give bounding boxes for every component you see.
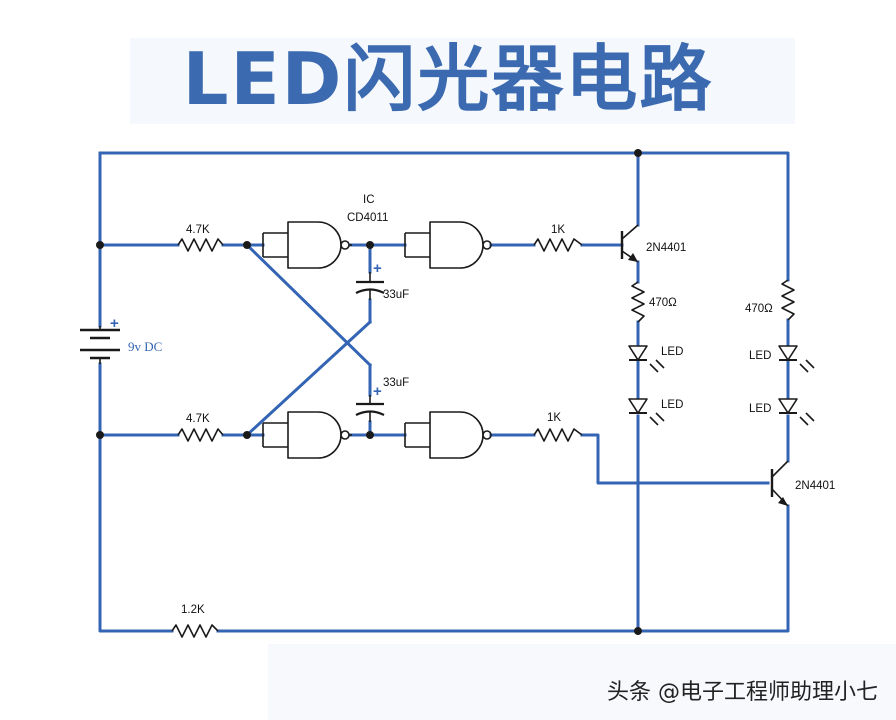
transistor-bottom	[770, 460, 789, 507]
junction-dot	[243, 241, 251, 249]
label-transistor-bottom: 2N4401	[795, 480, 835, 492]
resistor-led-right	[781, 279, 795, 321]
wire-bottom-rail	[216, 504, 790, 633]
watermark: 头条 @电子工程师助理小七	[607, 680, 878, 705]
junction-dot	[366, 431, 374, 439]
wire-left-rail-lower	[98, 362, 174, 633]
resistor-bottom-rail	[171, 624, 219, 638]
label-ic-part: CD4011	[347, 212, 388, 224]
junction-dot	[96, 431, 104, 439]
label-cap-bottom-plus: +	[373, 383, 382, 400]
junction-dot	[366, 241, 374, 249]
title-band	[130, 38, 795, 124]
wire-cross-b	[244, 319, 373, 438]
label-led-4: LED	[749, 403, 771, 415]
label-r-top-left: 4.7K	[186, 224, 210, 236]
wire-cross-a	[244, 242, 373, 368]
junction-dot	[96, 241, 104, 249]
resistor-top-base	[533, 238, 583, 252]
nand-gate-bottom-2	[404, 411, 492, 459]
footer-band	[268, 644, 896, 720]
wire-r-base-bottom	[580, 433, 770, 485]
label-battery-plus: +	[110, 315, 119, 332]
capacitor-top	[355, 272, 385, 300]
battery-9v	[80, 326, 120, 364]
labels: IC CD4011 4.7K 4.7K 1K 1K 1.2K 470Ω 470Ω…	[110, 194, 835, 616]
junction-dot	[634, 627, 642, 635]
junction-dot	[243, 431, 251, 439]
label-r-bottom-base: 1K	[547, 412, 561, 424]
label-r-bottom-left: 4.7K	[186, 413, 210, 425]
junctions	[96, 149, 642, 635]
page-title: LED闪光器电路	[182, 37, 714, 121]
wires	[98, 151, 790, 633]
label-led-2: LED	[661, 399, 683, 411]
label-ic: IC	[363, 194, 375, 206]
label-r-bottom: 1.2K	[181, 604, 205, 616]
nand-gate-top-1	[262, 221, 352, 269]
led-right-2	[778, 398, 815, 426]
resistor-led-left	[631, 281, 645, 323]
led-right-1	[778, 345, 815, 373]
label-r-led-left: 470Ω	[649, 297, 677, 309]
label-led-1: LED	[661, 346, 683, 358]
led-left-1	[628, 345, 665, 373]
wire-top-rail	[98, 151, 790, 282]
label-cap-top-plus: +	[373, 260, 382, 277]
label-r-top-base: 1K	[551, 224, 565, 236]
junction-dot	[634, 149, 642, 157]
capacitor-bottom	[355, 395, 385, 422]
label-cap-top: 33uF	[383, 289, 409, 301]
led-left-2	[628, 398, 665, 426]
resistor-bottom-base	[533, 428, 583, 442]
transistor-top	[620, 224, 639, 263]
resistor-top-left	[177, 238, 224, 252]
nand-gate-top-2	[404, 221, 492, 269]
nand-gate-bottom-1	[262, 411, 352, 459]
label-led-3: LED	[749, 350, 771, 362]
label-cap-bottom: 33uF	[383, 377, 409, 389]
label-battery: 9v DC	[128, 339, 162, 354]
resistor-bottom-left	[177, 428, 224, 442]
label-r-led-right: 470Ω	[745, 303, 773, 315]
label-transistor-top: 2N4401	[646, 242, 686, 254]
